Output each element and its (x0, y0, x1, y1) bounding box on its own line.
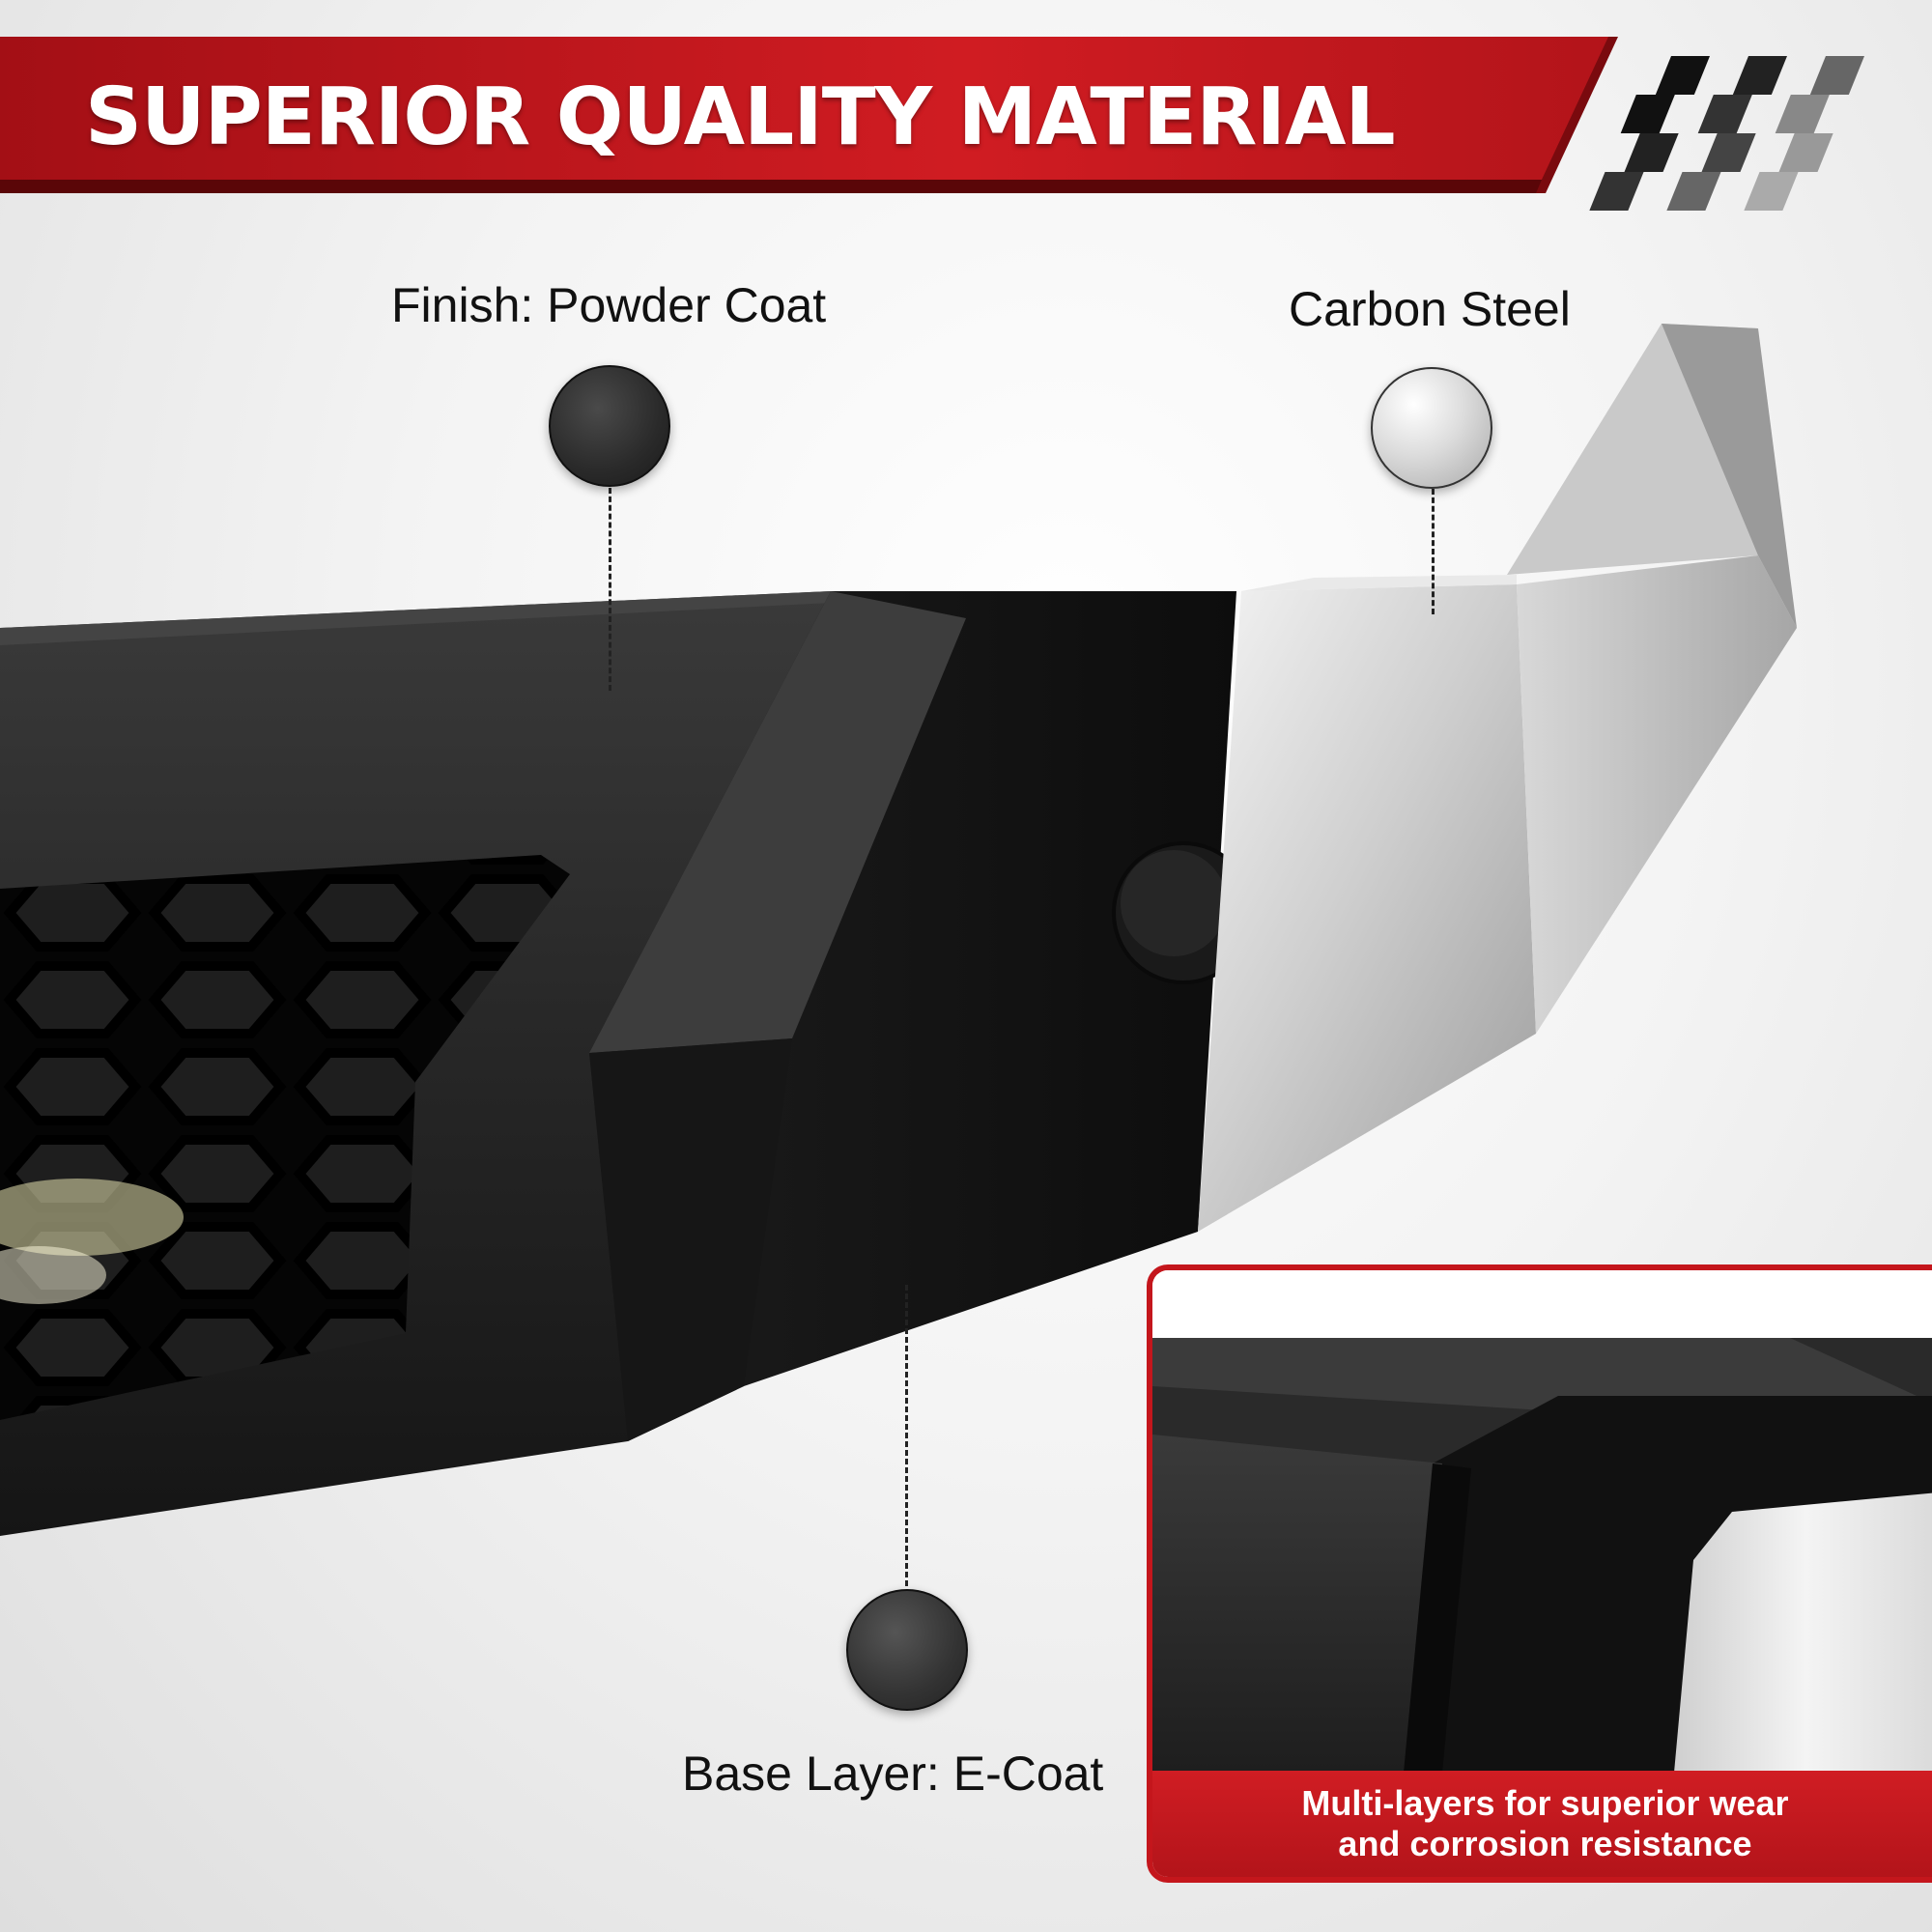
inset-caption-bar: Multi-layers for superior wear and corro… (1152, 1771, 1932, 1877)
base-leader-line (905, 1285, 908, 1586)
finish-leader-line (609, 488, 611, 691)
title-banner (0, 37, 1618, 193)
finish-label: Finish: Powder Coat (391, 278, 827, 332)
base-layer-label: Base Layer: E-Coat (682, 1747, 1104, 1801)
layer-cross-section-illustration (1152, 1270, 1932, 1792)
caption-line-2: and corrosion resistance (1338, 1824, 1752, 1863)
checkered-flag-icon (1589, 56, 1865, 211)
layer-detail-inset: Multi-layers for superior wear and corro… (1147, 1264, 1932, 1883)
e-coat-swatch (846, 1589, 968, 1711)
powder-coat-swatch (549, 365, 670, 487)
caption-line-1: Multi-layers for superior wear (1301, 1783, 1789, 1823)
carbon-steel-swatch (1371, 367, 1492, 489)
page-title: SUPERIOR QUALITY MATERIAL (85, 71, 1396, 163)
carbon-steel-label: Carbon Steel (1289, 282, 1571, 336)
steel-leader-line (1432, 489, 1435, 614)
